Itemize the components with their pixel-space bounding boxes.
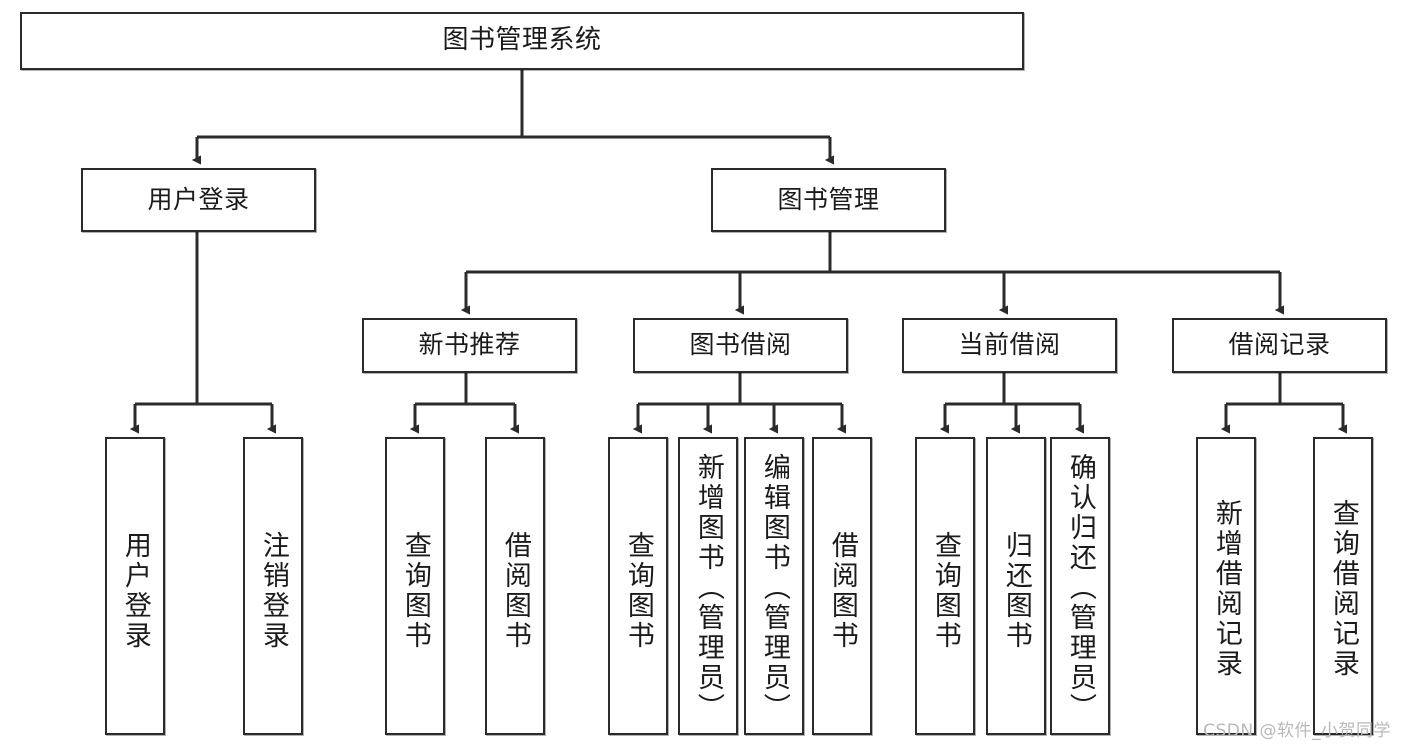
node-user-login[interactable]: 用户登录: [81, 168, 316, 232]
node-leaf-logout[interactable]: 注销登录: [243, 437, 303, 735]
node-leaf-borrow-book-1[interactable]: 借阅图书: [485, 437, 545, 735]
node-leaf-add-record-label: 新增借阅记录: [1210, 499, 1242, 679]
node-new-book-recommend[interactable]: 新书推荐: [362, 318, 577, 373]
node-root[interactable]: 图书管理系统: [20, 12, 1024, 70]
node-leaf-edit-book-label: 编辑图书（管理员）: [758, 453, 790, 723]
node-leaf-add-book[interactable]: 新增图书（管理员）: [678, 437, 738, 735]
node-leaf-borrow-book-2[interactable]: 借阅图书: [812, 437, 872, 735]
node-borrow-record-label: 借阅记录: [1228, 330, 1331, 360]
node-leaf-query-book-1-label: 查询图书: [399, 531, 431, 651]
node-leaf-confirm-return-label: 确认归还（管理员）: [1064, 453, 1096, 723]
node-book-manage-label: 图书管理: [777, 184, 880, 214]
node-leaf-return-book[interactable]: 归还图书: [986, 437, 1046, 735]
node-leaf-user-login-label: 用户登录: [119, 531, 151, 651]
node-leaf-add-book-label: 新增图书（管理员）: [692, 453, 724, 723]
node-leaf-logout-label: 注销登录: [257, 531, 289, 651]
node-book-borrow-label: 图书借阅: [689, 330, 792, 360]
node-leaf-edit-book[interactable]: 编辑图书（管理员）: [744, 437, 804, 735]
node-leaf-query-record-label: 查询借阅记录: [1327, 499, 1359, 679]
node-borrow-record[interactable]: 借阅记录: [1172, 318, 1387, 373]
node-leaf-return-book-label: 归还图书: [1000, 531, 1032, 651]
node-root-label: 图书管理系统: [442, 25, 602, 56]
node-leaf-user-login[interactable]: 用户登录: [105, 437, 165, 735]
node-current-borrow-label: 当前借阅: [958, 330, 1061, 360]
node-new-book-recommend-label: 新书推荐: [418, 330, 521, 360]
node-user-login-label: 用户登录: [147, 184, 250, 214]
node-leaf-query-book-3-label: 查询图书: [929, 531, 961, 651]
node-leaf-query-book-3[interactable]: 查询图书: [915, 437, 975, 735]
node-book-borrow[interactable]: 图书借阅: [633, 318, 848, 373]
node-current-borrow[interactable]: 当前借阅: [902, 318, 1117, 373]
node-leaf-borrow-book-1-label: 借阅图书: [499, 531, 531, 651]
node-leaf-confirm-return[interactable]: 确认归还（管理员）: [1050, 437, 1110, 735]
node-leaf-borrow-book-2-label: 借阅图书: [826, 531, 858, 651]
node-leaf-query-book-2-label: 查询图书: [622, 531, 654, 651]
watermark: CSDN @软件_小贺同学: [1203, 721, 1391, 741]
node-leaf-query-book-2[interactable]: 查询图书: [608, 437, 668, 735]
node-book-manage[interactable]: 图书管理: [711, 168, 946, 232]
node-leaf-query-record[interactable]: 查询借阅记录: [1313, 437, 1373, 735]
node-leaf-query-book-1[interactable]: 查询图书: [385, 437, 445, 735]
node-leaf-add-record[interactable]: 新增借阅记录: [1196, 437, 1256, 735]
